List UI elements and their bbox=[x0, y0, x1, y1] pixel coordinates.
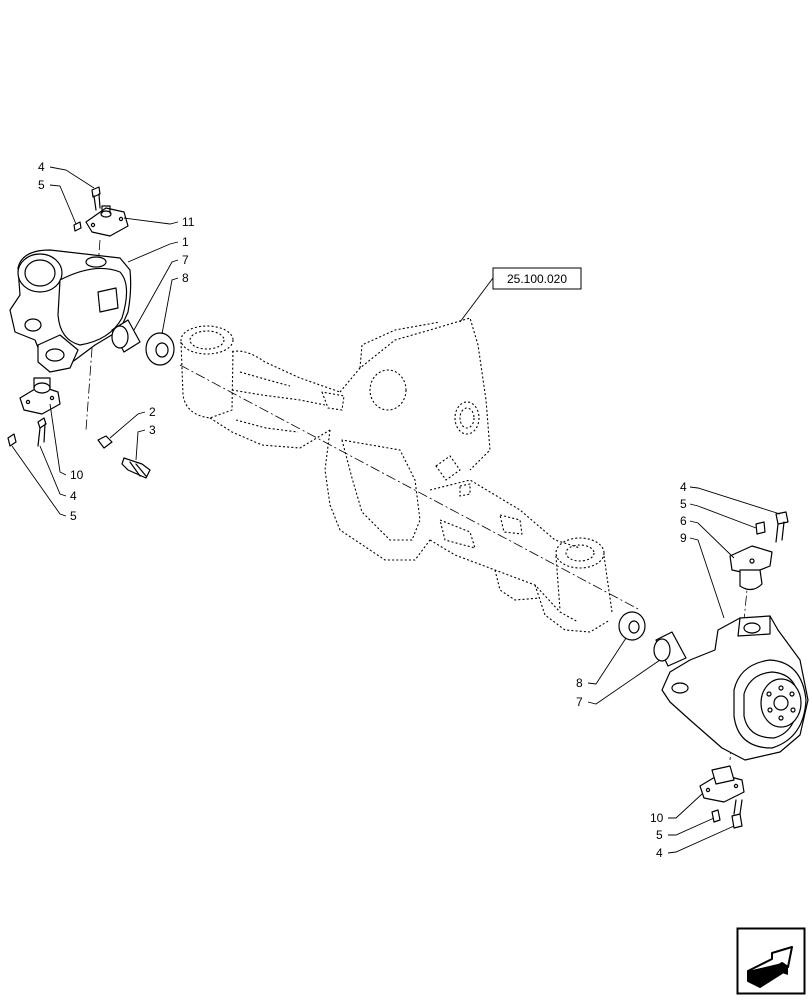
callout-middle-right-2: 7 bbox=[576, 695, 583, 709]
callout-upper-right-3: 6 bbox=[680, 514, 687, 528]
right-seal-ring bbox=[618, 611, 646, 641]
callout-lower-right-3: 4 bbox=[656, 846, 663, 860]
callout-upper-left-5: 7 bbox=[182, 253, 189, 267]
callout-lower-left-1: 10 bbox=[70, 468, 84, 482]
left-bushing bbox=[111, 319, 141, 353]
reference-label-box[interactable]: 25.100.020 bbox=[459, 267, 582, 323]
axle-housing-ghost bbox=[180, 317, 613, 633]
callout-upper-left-3: 11 bbox=[182, 215, 195, 229]
assembly-centerline bbox=[179, 364, 641, 611]
right-bushing bbox=[653, 631, 687, 667]
callout-lower-right-1: 10 bbox=[650, 811, 664, 825]
left-steering-knuckle bbox=[7, 186, 132, 447]
nut-and-bolt bbox=[97, 435, 151, 479]
callout-leaders bbox=[11, 166, 781, 854]
callout-upper-left-4: 1 bbox=[182, 235, 189, 249]
callout-center-left-1: 2 bbox=[149, 405, 156, 419]
right-steering-knuckle bbox=[661, 511, 809, 829]
callout-upper-left-6: 8 bbox=[182, 271, 189, 285]
callout-lower-left-2: 4 bbox=[70, 489, 77, 503]
left-seal-ring bbox=[145, 332, 175, 366]
callout-upper-right-1: 4 bbox=[680, 480, 687, 494]
reference-label-text: 25.100.020 bbox=[507, 272, 567, 286]
callout-upper-right-2: 5 bbox=[680, 497, 687, 511]
callout-lower-left-3: 5 bbox=[70, 509, 77, 523]
callout-center-left-2: 3 bbox=[149, 423, 156, 437]
next-page-arrow-icon[interactable] bbox=[736, 927, 806, 995]
callout-middle-right-1: 8 bbox=[576, 676, 583, 690]
callout-lower-right-2: 5 bbox=[656, 828, 663, 842]
callout-upper-right-4: 9 bbox=[680, 531, 687, 545]
callout-upper-left-1: 4 bbox=[38, 160, 45, 174]
callout-numbers: 4 5 11 1 7 8 10 4 5 2 3 4 5 6 9 8 7 10 5… bbox=[38, 160, 687, 860]
callout-upper-left-2: 5 bbox=[38, 178, 45, 192]
